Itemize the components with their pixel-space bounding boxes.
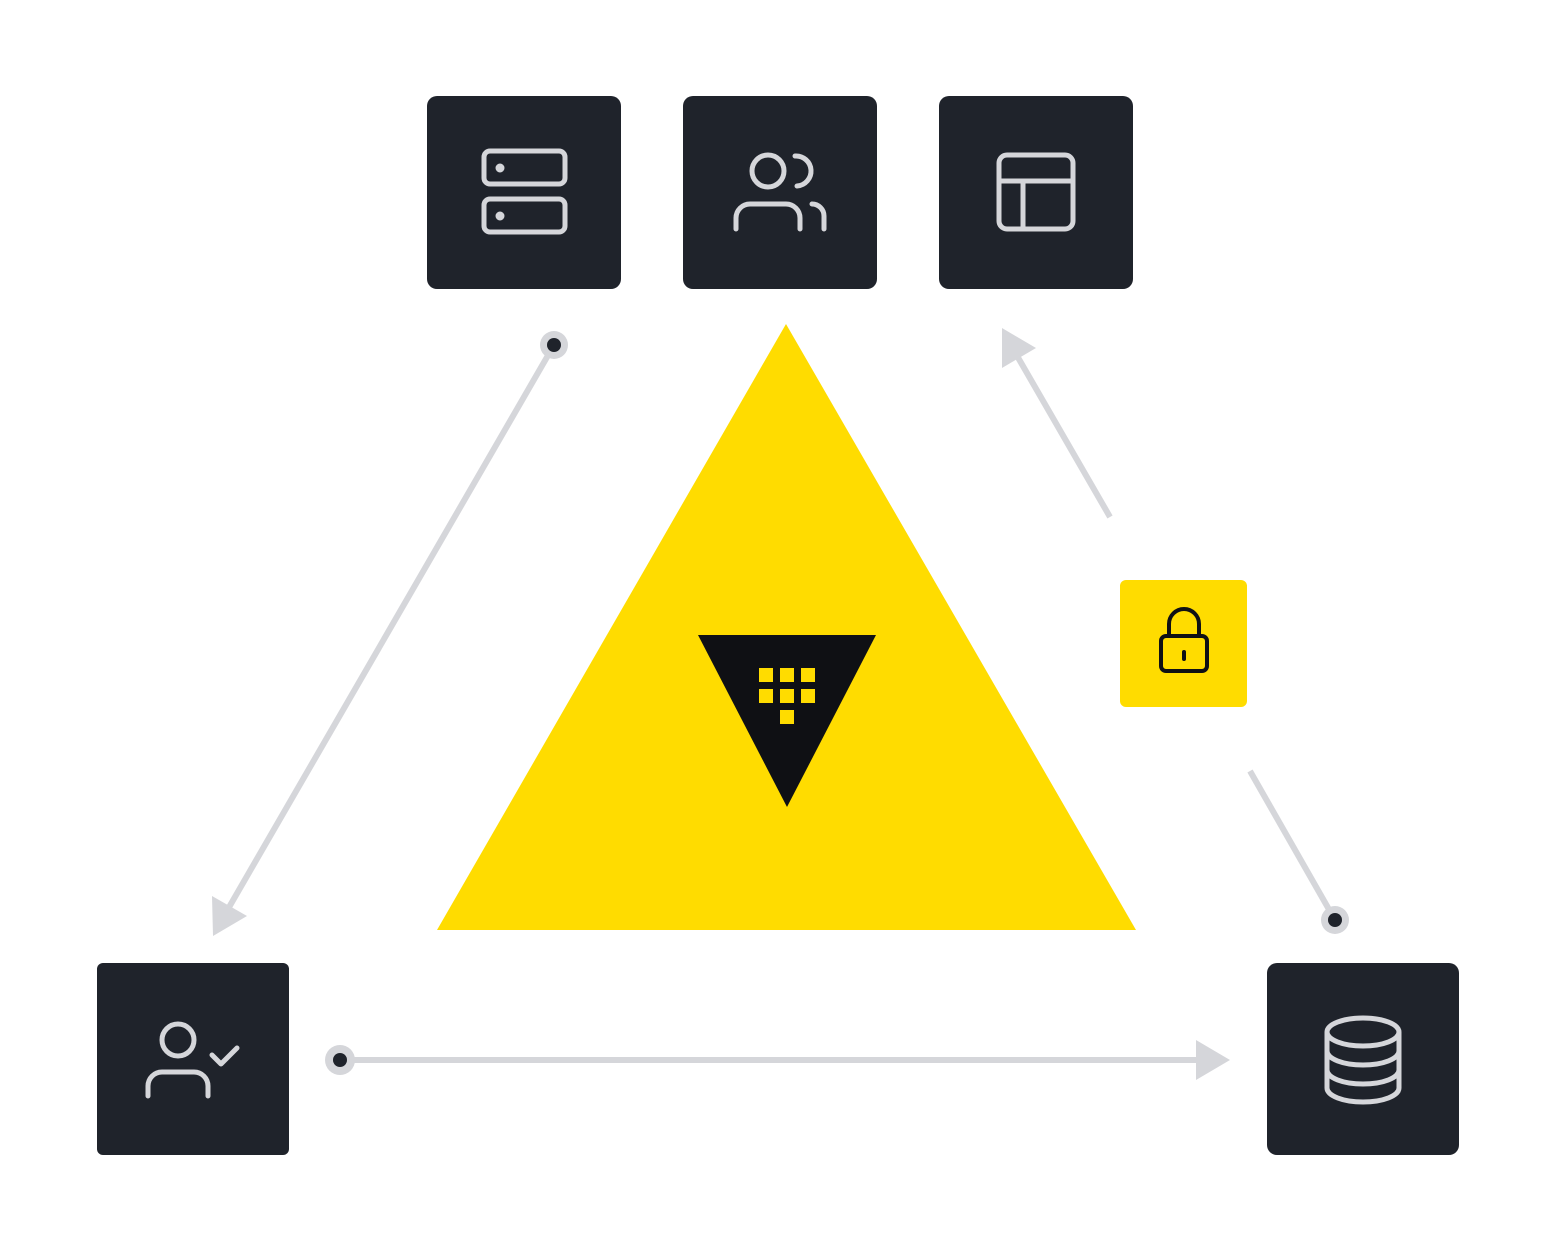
- server-icon: [481, 148, 568, 235]
- arrowhead: [1196, 1040, 1230, 1080]
- user-check-icon: [145, 1021, 240, 1099]
- arrowhead: [1002, 328, 1036, 368]
- lock-node: [1120, 580, 1247, 707]
- vault-logo-icon: [698, 635, 876, 807]
- users-icon: [733, 152, 827, 232]
- users-node: [683, 96, 877, 289]
- lock-icon: [1159, 607, 1209, 673]
- server-node: [427, 96, 621, 289]
- connector-server-to-user: [212, 331, 568, 936]
- central-triangle: [437, 324, 1136, 930]
- layout-icon: [996, 152, 1076, 232]
- user-check-node: [97, 963, 289, 1155]
- database-node: [1267, 963, 1459, 1155]
- connector-database-to-lock: [1247, 769, 1349, 934]
- database-icon: [1324, 1015, 1402, 1105]
- connector-lock-to-layout: [1002, 328, 1113, 519]
- connector-user-to-database: [325, 1040, 1230, 1080]
- layout-node: [939, 96, 1133, 289]
- arrowhead: [212, 896, 247, 936]
